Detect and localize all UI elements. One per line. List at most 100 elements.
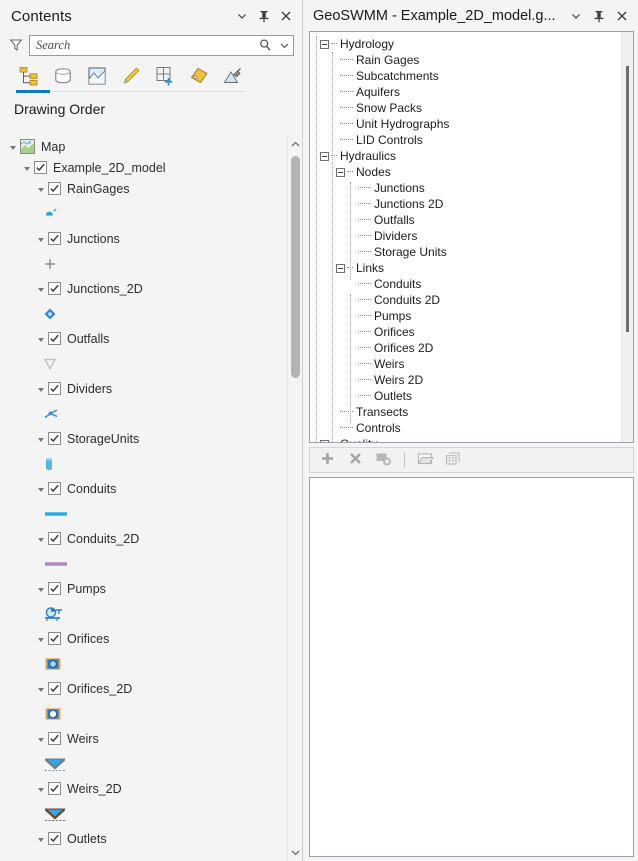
layer-checkbox[interactable] (48, 282, 61, 295)
layer-symbol-row[interactable] (0, 749, 283, 778)
tree-node[interactable]: Unit Hydrographs (318, 116, 621, 132)
tree-node[interactable]: Controls (318, 420, 621, 436)
layer-symbol-row[interactable] (0, 249, 283, 278)
close-icon[interactable] (276, 6, 296, 26)
expand-arrow[interactable] (34, 528, 48, 549)
magnifier-icon[interactable] (255, 38, 275, 52)
tree-node[interactable]: Links (318, 260, 621, 276)
expander-icon[interactable] (320, 39, 329, 49)
layer-checkbox[interactable] (48, 532, 61, 545)
tab-editing[interactable] (118, 62, 144, 90)
tree-node[interactable]: Transects (318, 404, 621, 420)
pin-icon[interactable] (589, 6, 609, 26)
layer-row[interactable]: Outlets (0, 828, 283, 849)
layer-symbol-row[interactable] (0, 849, 283, 861)
tab-labeling[interactable] (186, 62, 212, 90)
layer-row[interactable]: Junctions_2D (0, 278, 283, 299)
expander-icon[interactable] (336, 167, 345, 177)
layer-row-group[interactable]: Example_2D_model (0, 157, 283, 178)
geoswmm-content-area[interactable] (309, 477, 634, 857)
layer-row[interactable]: Weirs (0, 728, 283, 749)
expand-arrow[interactable] (34, 378, 48, 399)
tree-node[interactable]: Dividers (318, 228, 621, 244)
expand-arrow[interactable] (34, 628, 48, 649)
expand-arrow[interactable] (34, 178, 48, 199)
search-input[interactable] (30, 34, 255, 56)
tree-node[interactable]: Junctions 2D (318, 196, 621, 212)
tree-node[interactable]: Weirs 2D (318, 372, 621, 388)
layer-row[interactable]: Conduits (0, 478, 283, 499)
layer-symbol-row[interactable] (0, 699, 283, 728)
layer-symbol-row[interactable] (0, 449, 283, 478)
tree-node[interactable]: LID Controls (318, 132, 621, 148)
layer-row[interactable]: Orifices_2D (0, 678, 283, 699)
tree-node[interactable]: Storage Units (318, 244, 621, 260)
scroll-up-arrow[interactable] (288, 136, 302, 153)
menu-chevron-icon[interactable] (566, 6, 586, 26)
tree-node[interactable]: Junctions (318, 180, 621, 196)
layer-row[interactable]: Conduits_2D (0, 528, 283, 549)
expand-arrow[interactable] (34, 278, 48, 299)
tree-node[interactable]: Aquifers (318, 84, 621, 100)
layer-checkbox[interactable] (48, 382, 61, 395)
layer-checkbox[interactable] (48, 582, 61, 595)
layer-row-map[interactable]: Map (0, 136, 283, 157)
layer-row[interactable]: Junctions (0, 228, 283, 249)
layer-symbol-row[interactable] (0, 299, 283, 328)
tab-selection[interactable] (84, 62, 110, 90)
expander-icon[interactable] (336, 263, 345, 273)
tree-node[interactable]: Outlets (318, 388, 621, 404)
layer-symbol-row[interactable] (0, 799, 283, 828)
tree-node[interactable]: Subcatchments (318, 68, 621, 84)
expand-arrow[interactable] (34, 328, 48, 349)
layer-symbol-row[interactable] (0, 549, 283, 578)
layer-symbol-row[interactable] (0, 499, 283, 528)
layer-symbol-row[interactable] (0, 349, 283, 378)
tree-node[interactable]: Conduits (318, 276, 621, 292)
expand-arrow[interactable] (34, 778, 48, 799)
scroll-down-arrow[interactable] (288, 844, 303, 861)
contents-scrollbar[interactable] (287, 136, 302, 861)
expand-arrow[interactable] (6, 136, 20, 157)
layer-checkbox[interactable] (48, 682, 61, 695)
expand-arrow[interactable] (34, 728, 48, 749)
layer-symbol-row[interactable] (0, 649, 283, 678)
layer-row[interactable]: Outfalls (0, 328, 283, 349)
expander-icon[interactable] (320, 151, 329, 161)
layer-symbol-row[interactable] (0, 399, 283, 428)
scrollbar-thumb[interactable] (291, 156, 300, 378)
layer-checkbox[interactable] (48, 232, 61, 245)
layer-row[interactable]: Dividers (0, 378, 283, 399)
layer-checkbox[interactable] (48, 182, 61, 195)
tab-snapping[interactable] (220, 62, 246, 90)
layer-checkbox[interactable] (48, 482, 61, 495)
close-icon[interactable] (612, 6, 632, 26)
layer-symbol-row[interactable] (0, 599, 283, 628)
layer-checkbox[interactable] (48, 832, 61, 845)
expand-arrow[interactable] (20, 157, 34, 178)
pin-icon[interactable] (254, 6, 274, 26)
layer-row[interactable]: RainGages (0, 178, 283, 199)
tree-node[interactable]: Hydraulics (318, 148, 621, 164)
tree-node[interactable]: Conduits 2D (318, 292, 621, 308)
tree-node[interactable]: Orifices (318, 324, 621, 340)
expand-arrow[interactable] (34, 228, 48, 249)
tree-node[interactable]: Hydrology (318, 36, 621, 52)
tree-node[interactable]: Rain Gages (318, 52, 621, 68)
layer-row[interactable]: Orifices (0, 628, 283, 649)
expander-icon[interactable] (320, 439, 329, 442)
layer-row[interactable]: Pumps (0, 578, 283, 599)
search-box[interactable] (29, 34, 294, 56)
layer-checkbox[interactable] (48, 432, 61, 445)
tab-drawing-order[interactable] (16, 62, 42, 90)
layer-symbol-row[interactable] (0, 199, 283, 228)
tab-add-grid[interactable] (152, 62, 178, 90)
tree-node[interactable]: Quality (318, 436, 621, 442)
layer-row[interactable]: StorageUnits (0, 428, 283, 449)
tree-scrollbar[interactable] (621, 32, 633, 442)
funnel-icon[interactable] (6, 35, 26, 55)
menu-chevron-icon[interactable] (232, 6, 252, 26)
